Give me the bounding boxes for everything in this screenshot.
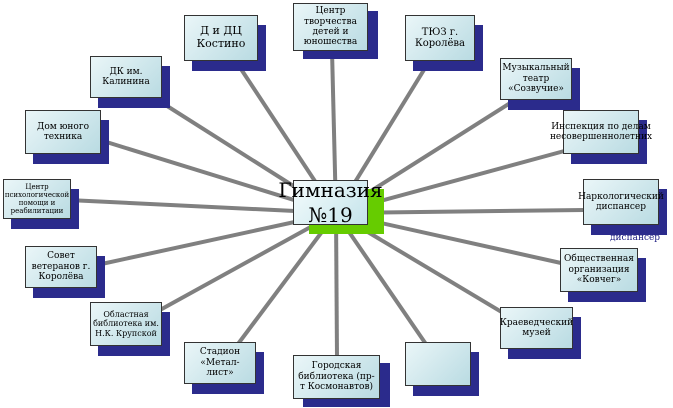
node-narkologiya-box: Наркологический диспансер [578,179,664,225]
line-empty-box [334,211,432,352]
line-psih-centr [67,198,337,215]
center-node-box: Гимназия №19 [278,178,382,227]
node-obsh-organizaciya-box: Общественная организация «Ковчег» [560,248,638,292]
node-gor-biblioteka-box: Городская библиотека (пр-т Космонавтов) [293,355,380,399]
center-node-line1: Гимназия [278,177,383,202]
node-sovet-veteranov-box: Совет ветеранов г. Королёва [25,246,97,288]
node-dom-tehniki-box: Дом юного техника [25,110,101,154]
node-tyuz-box: ТЮЗ г. Королёва [405,15,475,61]
overflow-text-dispanser: диспансер [610,233,661,243]
center-node-line2: №19 [308,202,353,227]
node-d-dc-kostino-box: Д и ДЦ Костино [184,15,258,61]
node-obl-biblioteka-box: Областная библиотека им. Н.К. Крупской [90,302,162,346]
line-obl-biblioteka [159,211,337,312]
node-stadion-box: Стадион «Метал-лист» [184,342,256,384]
node-kraeved-muzei-box: Краеведческий музей [500,307,573,349]
line-stadion [233,211,338,350]
node-psih-centr-box: Центр психологической помощи и реабилита… [3,179,71,219]
line-gor-biblioteka [334,212,339,359]
node-inspekciya-box: Инспекция по делам несовершеннолетних [550,110,652,154]
node-centr-tvorchestva-box: Центр творчества детей и юношества [293,3,368,51]
node-empty-box-box [405,342,471,386]
node-dk-kalinina-box: ДК им. Калинина [90,56,162,98]
node-muz-teatr-box: Музыкальный театр «Созвучие» [500,58,572,100]
